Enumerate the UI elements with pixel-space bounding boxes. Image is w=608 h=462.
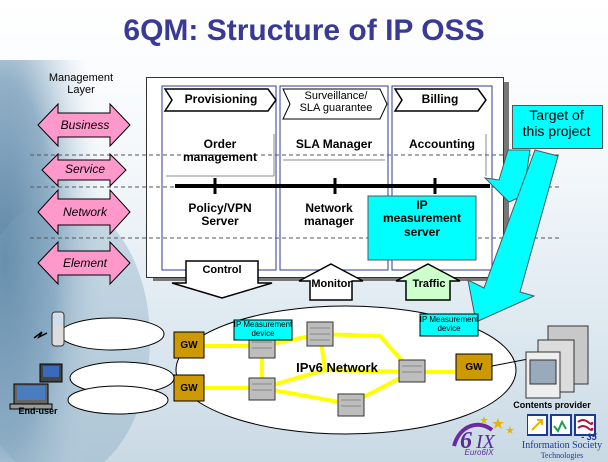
service-layer-label: Service — [64, 162, 105, 176]
user-cloud-1 — [59, 317, 165, 351]
monitor-arrow — [298, 263, 364, 301]
contents-provider-label: Contents provider — [513, 400, 591, 410]
traffic-label: Traffic — [412, 278, 446, 290]
surveillance-header — [282, 88, 388, 120]
ist-subcaption: Technologies — [540, 451, 584, 460]
svg-text:IX: IX — [475, 431, 496, 453]
accounting-box: Accounting — [409, 137, 475, 151]
billing-label: Billing — [421, 92, 459, 106]
network-layer-label: Network — [62, 205, 107, 219]
element-layer-label: Element — [62, 256, 108, 270]
traffic-arrow — [395, 263, 461, 301]
monitor-label: Monitor — [311, 278, 352, 290]
network-manager-box: Network manager — [303, 201, 355, 229]
measurement-device-label-2: IP Measurement device — [419, 315, 479, 333]
business-layer-label: Business — [60, 118, 110, 132]
svg-text:6: 6 — [460, 428, 472, 454]
service-layer-arrow — [41, 152, 127, 188]
content-server-icons — [525, 325, 589, 399]
measurement-device-label-1: IP Measurement device — [233, 320, 293, 338]
element-layer-arrow — [37, 240, 131, 286]
provisioning-header — [163, 88, 277, 112]
ist-logo-icons — [527, 414, 596, 436]
gw-label-3: GW — [465, 362, 483, 373]
management-layer-caption: Management Layer — [48, 72, 114, 97]
measurement-device-box-1 — [233, 319, 293, 341]
measurement-device-box-2 — [419, 313, 479, 337]
ip-measurement-server-box — [367, 195, 477, 261]
gw-label-2: GW — [180, 383, 198, 394]
control-label: Control — [202, 264, 242, 276]
gw-box-2 — [173, 374, 205, 402]
end-user-label: End-user — [18, 406, 58, 416]
business-layer-arrow — [37, 102, 131, 148]
page-title: 6QM: Structure of IP OSS — [123, 14, 485, 47]
surveillance-label: Surveillance/ SLA guarantee — [299, 90, 373, 115]
network-layer-arrow — [37, 188, 131, 236]
target-note-box — [512, 105, 603, 149]
billing-header — [393, 88, 487, 112]
gw-box-3 — [455, 353, 493, 381]
user-cloud-3 — [67, 385, 169, 415]
sla-manager-box: SLA Manager — [295, 137, 373, 151]
target-note-label: Target of this project — [522, 107, 591, 139]
control-arrow — [171, 260, 273, 299]
provisioning-label: Provisioning — [184, 92, 258, 106]
euro6ix-caption: Euro6IX — [464, 448, 494, 457]
target-arrow-long — [467, 149, 559, 323]
ist-caption: Information Society — [521, 440, 603, 451]
gw-box-1 — [173, 331, 205, 359]
ipv6-network-label: IPv6 Network — [296, 360, 378, 375]
order-management-box: Order management — [182, 137, 258, 165]
page-number: - 35 — [581, 432, 597, 442]
euro6ix-logo: 6 IX — [452, 416, 514, 454]
gw-label-1: GW — [180, 340, 198, 351]
policy-vpn-server-box: Policy/VPN Server — [188, 201, 252, 229]
ip-measurement-server-label: IP measurement server — [382, 198, 462, 239]
